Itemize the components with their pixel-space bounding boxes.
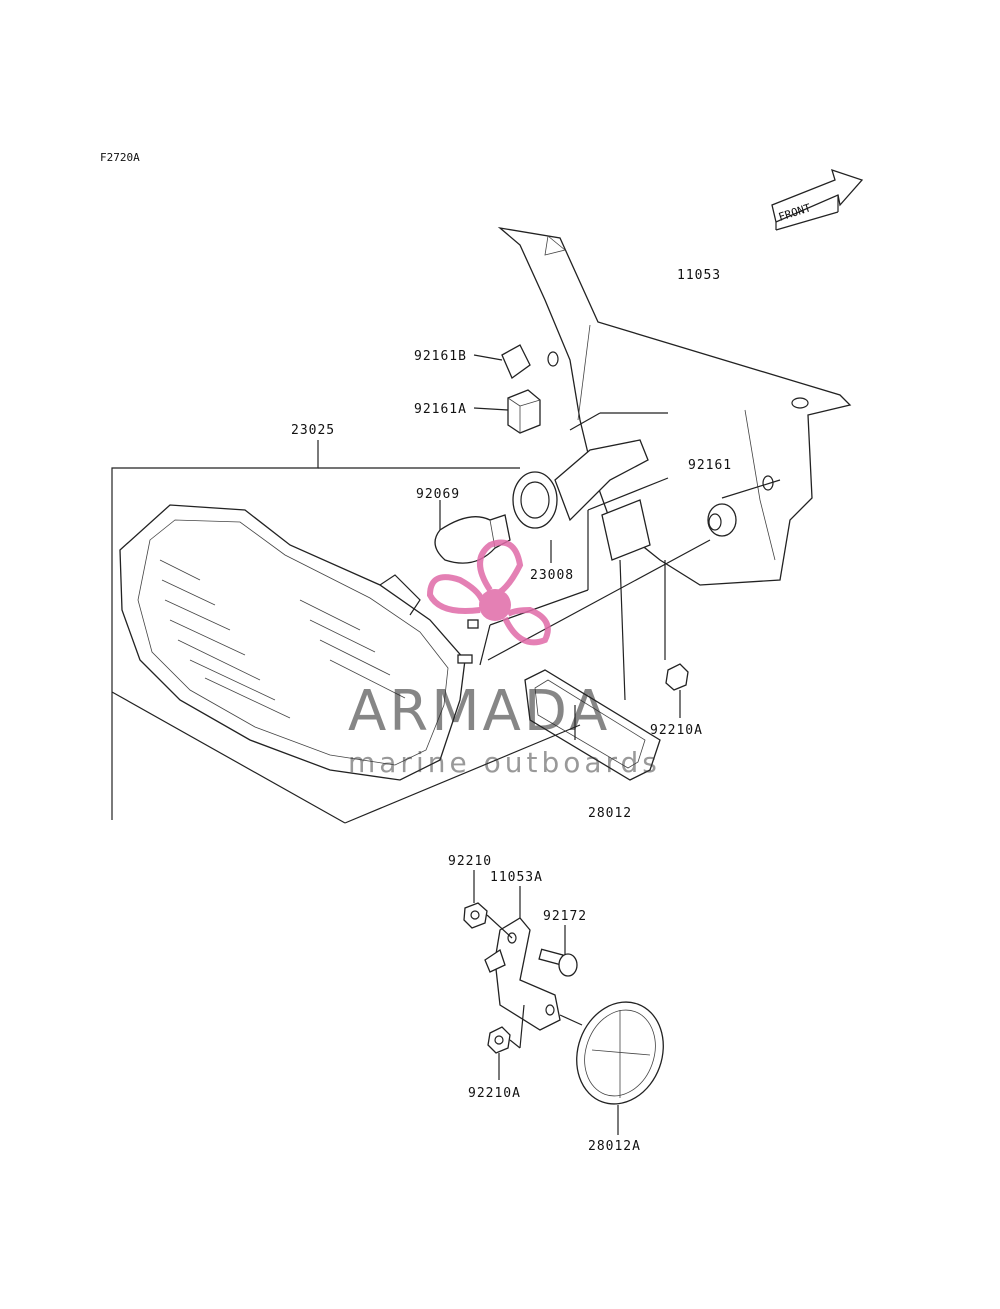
bulb-92069 bbox=[434, 514, 511, 564]
bolt-92172 bbox=[538, 948, 578, 977]
label-23008: 23008 bbox=[530, 568, 574, 583]
label-92069: 92069 bbox=[416, 487, 460, 502]
label-11053a: 11053A bbox=[490, 870, 543, 885]
nut-92210 bbox=[463, 902, 488, 929]
watermark-brand: ARMADA bbox=[348, 679, 610, 744]
bracket-11053 bbox=[497, 226, 852, 586]
block-92161a bbox=[507, 389, 541, 434]
grommet-92161 bbox=[707, 503, 737, 537]
reflector-28012 bbox=[524, 669, 661, 781]
leader-lines bbox=[111, 354, 781, 1135]
label-92172: 92172 bbox=[543, 909, 587, 924]
label-23025: 23025 bbox=[291, 423, 335, 438]
label-92161: 92161 bbox=[688, 458, 732, 473]
figure-code: F2720A bbox=[100, 151, 140, 164]
bracket-11053a bbox=[484, 917, 561, 1031]
label-92210a-bottom: 92210A bbox=[468, 1086, 521, 1101]
front-arrow-icon: FRONT bbox=[771, 168, 864, 231]
nut-92210a-bottom bbox=[487, 1026, 511, 1054]
socket-23008 bbox=[512, 439, 649, 529]
reflector-28012a bbox=[576, 1001, 664, 1105]
label-11053: 11053 bbox=[677, 268, 721, 283]
label-92161a: 92161A bbox=[414, 402, 467, 417]
nut-92210a-top bbox=[665, 663, 689, 691]
headlamp-23025 bbox=[119, 504, 479, 781]
watermark-tagline: marine outboards bbox=[348, 746, 661, 779]
watermark-logo-icon bbox=[426, 539, 551, 646]
label-28012a: 28012A bbox=[588, 1139, 641, 1154]
label-92210a-top: 92210A bbox=[650, 723, 703, 738]
label-92161b: 92161B bbox=[414, 349, 467, 364]
label-28012: 28012 bbox=[588, 806, 632, 821]
label-92210: 92210 bbox=[448, 854, 492, 869]
grommet-92161b bbox=[501, 344, 531, 379]
